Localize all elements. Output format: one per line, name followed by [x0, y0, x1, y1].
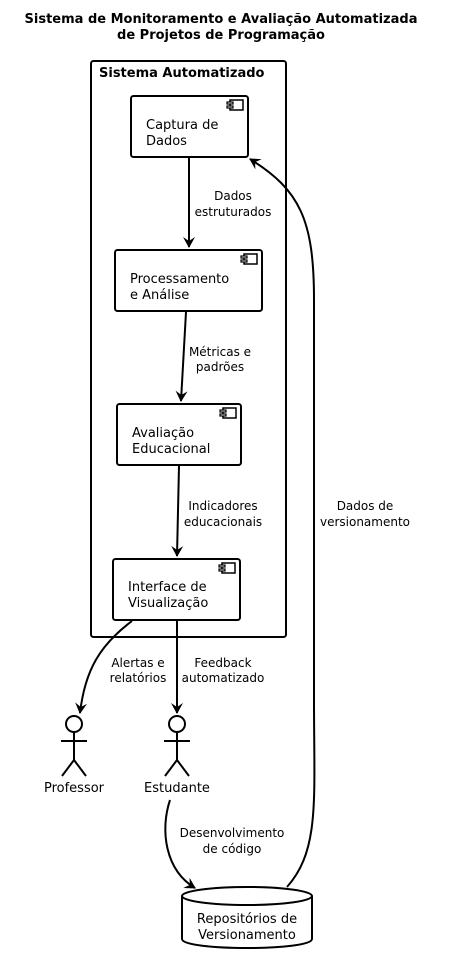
component-icon — [218, 562, 236, 574]
edge-label-line1: Feedback — [194, 656, 251, 670]
component-captura-de-dados[interactable]: Captura de Dados — [130, 95, 249, 158]
edge-label-line2: de código — [203, 842, 262, 856]
edge-label-line2: automatizado — [182, 671, 265, 685]
database-repositorios-de-versionamento[interactable]: Repositórios de Versionamento — [181, 886, 313, 949]
component-label-line2: Visualização — [128, 596, 208, 611]
edge-indicadores-educacionais: Indicadores educacionais — [171, 465, 262, 557]
edge-label-line2: relatórios — [110, 671, 167, 685]
component-label-line1: Interface de — [128, 580, 207, 595]
component-label-line1: Captura de — [146, 118, 218, 133]
actor-estudante[interactable]: Estudante — [144, 715, 210, 796]
edge-label-line1: Indicadores — [188, 499, 257, 513]
actor-icon — [61, 715, 87, 777]
component-label-line2: Educacional — [132, 442, 210, 457]
actor-label: Professor — [44, 781, 105, 796]
edge-label-line2: estruturados — [195, 205, 272, 219]
edge-label-line1: Dados — [214, 189, 252, 203]
package-title: Sistema Automatizado — [99, 66, 265, 81]
actor-icon — [164, 715, 190, 777]
edge-label-line1: Dados de — [337, 499, 394, 513]
component-label-line1: Processamento — [130, 272, 229, 287]
diagram-title-line1: Sistema de Monitoramento e Avaliação Aut… — [25, 12, 418, 27]
edge-dados-de-versionamento: Dados de versionamento — [249, 158, 410, 888]
component-processamento-e-analise[interactable]: Processamento e Análise — [114, 249, 263, 312]
component-label-line2: Dados — [146, 134, 187, 149]
edge-label-line1: Desenvolvimento — [180, 826, 285, 840]
component-avaliacao-educacional[interactable]: Avaliação Educacional — [116, 403, 242, 466]
actor-label: Estudante — [144, 781, 210, 796]
actor-professor[interactable]: Professor — [44, 715, 105, 796]
edge-metricas-e-padroes: Métricas e padrões — [175, 311, 251, 402]
database-label-line1: Repositórios de — [197, 912, 297, 927]
component-label-line2: e Análise — [130, 288, 189, 303]
edge-label-line1: Alertas e — [111, 656, 164, 670]
edge-desenvolvimento-de-codigo: Desenvolvimento de código — [164, 799, 285, 889]
edge-label-line2: educacionais — [184, 515, 262, 529]
edge-feedback-automatizado: Feedback automatizado — [171, 621, 265, 714]
component-icon — [219, 407, 237, 419]
component-icon — [226, 99, 244, 111]
component-interface-de-visualizacao[interactable]: Interface de Visualização — [112, 558, 241, 621]
edge-label-line2: versionamento — [320, 515, 410, 529]
diagram-title-line2: de Projetos de Programação — [117, 28, 325, 43]
database-label-line2: Versionamento — [198, 928, 296, 943]
edge-alertas-e-relatorios: Alertas e relatórios — [75, 620, 167, 714]
component-label-line1: Avaliação — [132, 426, 194, 441]
edge-label-line2: padrões — [196, 360, 244, 374]
edge-dados-estruturados: Dados estruturados — [183, 158, 272, 248]
package-sistema-automatizado: Sistema Automatizado — [90, 60, 287, 638]
edge-label-line1: Métricas e — [189, 345, 251, 359]
component-icon — [240, 253, 258, 265]
